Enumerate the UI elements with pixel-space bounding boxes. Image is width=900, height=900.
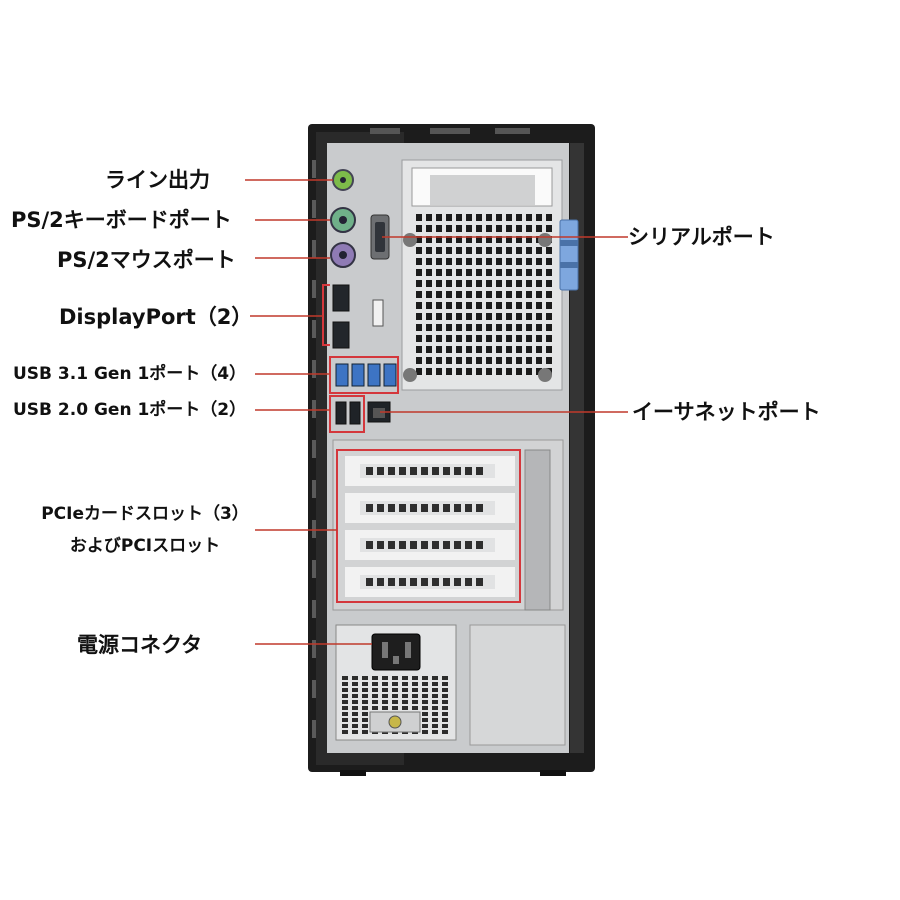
power-connector-icon <box>371 633 421 671</box>
leader-lines <box>245 179 628 645</box>
usb2-ports-icon <box>335 401 361 425</box>
label-ethernet: イーサネットポート <box>632 400 821 424</box>
displayport-icon <box>332 284 350 312</box>
fan-grille <box>401 159 563 391</box>
io-ports <box>330 169 397 425</box>
expansion-slots <box>332 439 564 611</box>
label-ps2-keyboard: PS/2キーボードポート <box>11 208 232 232</box>
highlight-boxes <box>322 284 521 603</box>
label-power: 電源コネクタ <box>77 633 203 657</box>
label-displayport: DisplayPort（2） <box>59 305 253 329</box>
label-usb31: USB 3.1 Gen 1ポート（4） <box>13 364 247 384</box>
label-pcie-line1: PCIeカードスロット（3） <box>41 504 249 524</box>
label-line-out: ライン出力 <box>105 168 210 192</box>
label-serial: シリアルポート <box>628 225 775 249</box>
label-usb20: USB 2.0 Gen 1ポート（2） <box>13 400 247 420</box>
release-latch <box>559 219 579 291</box>
power-supply <box>335 624 566 746</box>
usb3-ports-icon <box>335 363 397 387</box>
label-ps2-mouse: PS/2マウスポート <box>57 248 236 272</box>
label-pcie-line2: およびPCIスロット <box>69 536 221 556</box>
